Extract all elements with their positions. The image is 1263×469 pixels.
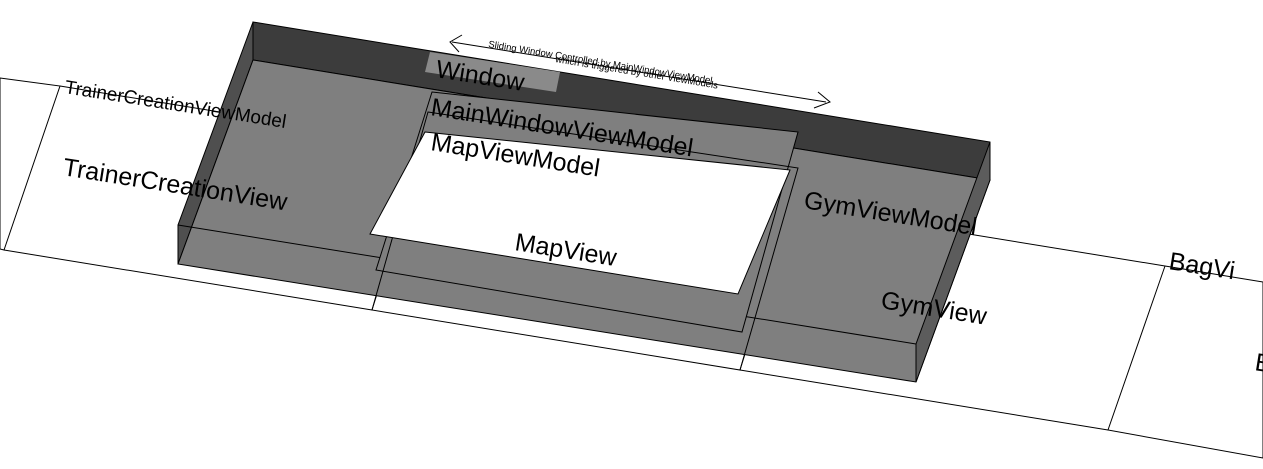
bag-panel	[1107, 265, 1263, 459]
map-view-model-frame	[371, 111, 799, 371]
annotation-arrow-left-head	[449, 34, 463, 53]
map-view-area	[369, 131, 791, 295]
gym-panel-bottom	[739, 369, 1109, 431]
annotation-arrow-right-head	[813, 91, 831, 109]
trainer-creation-panel-bottom	[3, 249, 373, 311]
window-right-face	[915, 141, 991, 383]
bag-view-label: B	[1253, 348, 1263, 378]
annotation-arrow-line	[451, 41, 827, 103]
inner-frames	[369, 91, 799, 371]
window-tab	[425, 52, 560, 92]
trainer-creation-panel	[0, 77, 61, 251]
